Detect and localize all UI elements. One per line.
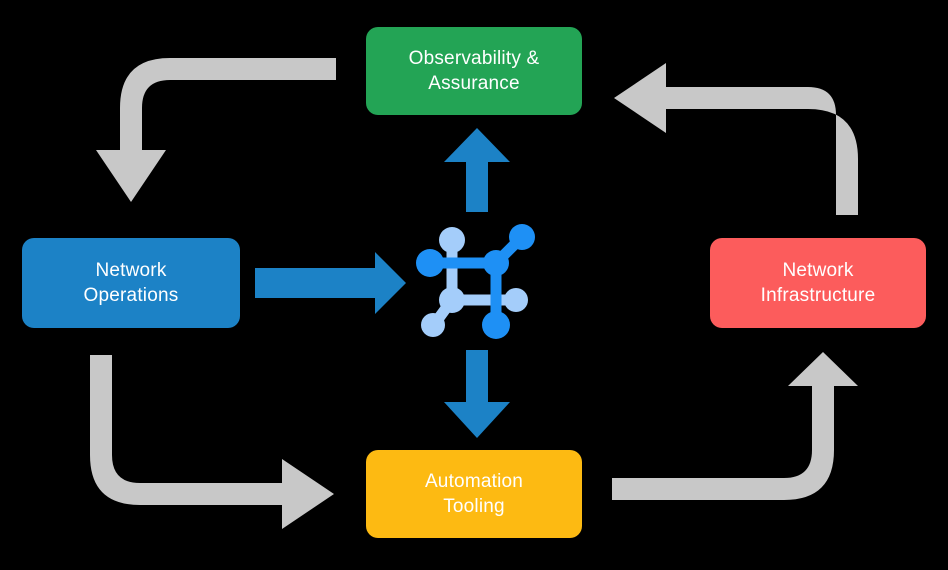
elbow-arrow-observability-to-operations	[96, 58, 336, 202]
elbow-arrow-operations-to-automation	[90, 355, 334, 529]
node-network-operations[interactable]: Network Operations	[22, 238, 240, 328]
network-topology-icon	[416, 224, 535, 339]
arrow-center-to-automation	[444, 350, 510, 438]
node-observability-assurance[interactable]: Observability & Assurance	[366, 27, 582, 115]
elbow-arrow-automation-to-infrastructure	[612, 352, 858, 500]
arrow-center-to-observability	[444, 128, 510, 212]
node-automation-tooling[interactable]: Automation Tooling	[366, 450, 582, 538]
arrow-operations-to-center	[255, 252, 406, 314]
node-network-infrastructure[interactable]: Network Infrastructure	[710, 238, 926, 328]
elbow-arrow-infrastructure-to-observability	[614, 63, 858, 215]
